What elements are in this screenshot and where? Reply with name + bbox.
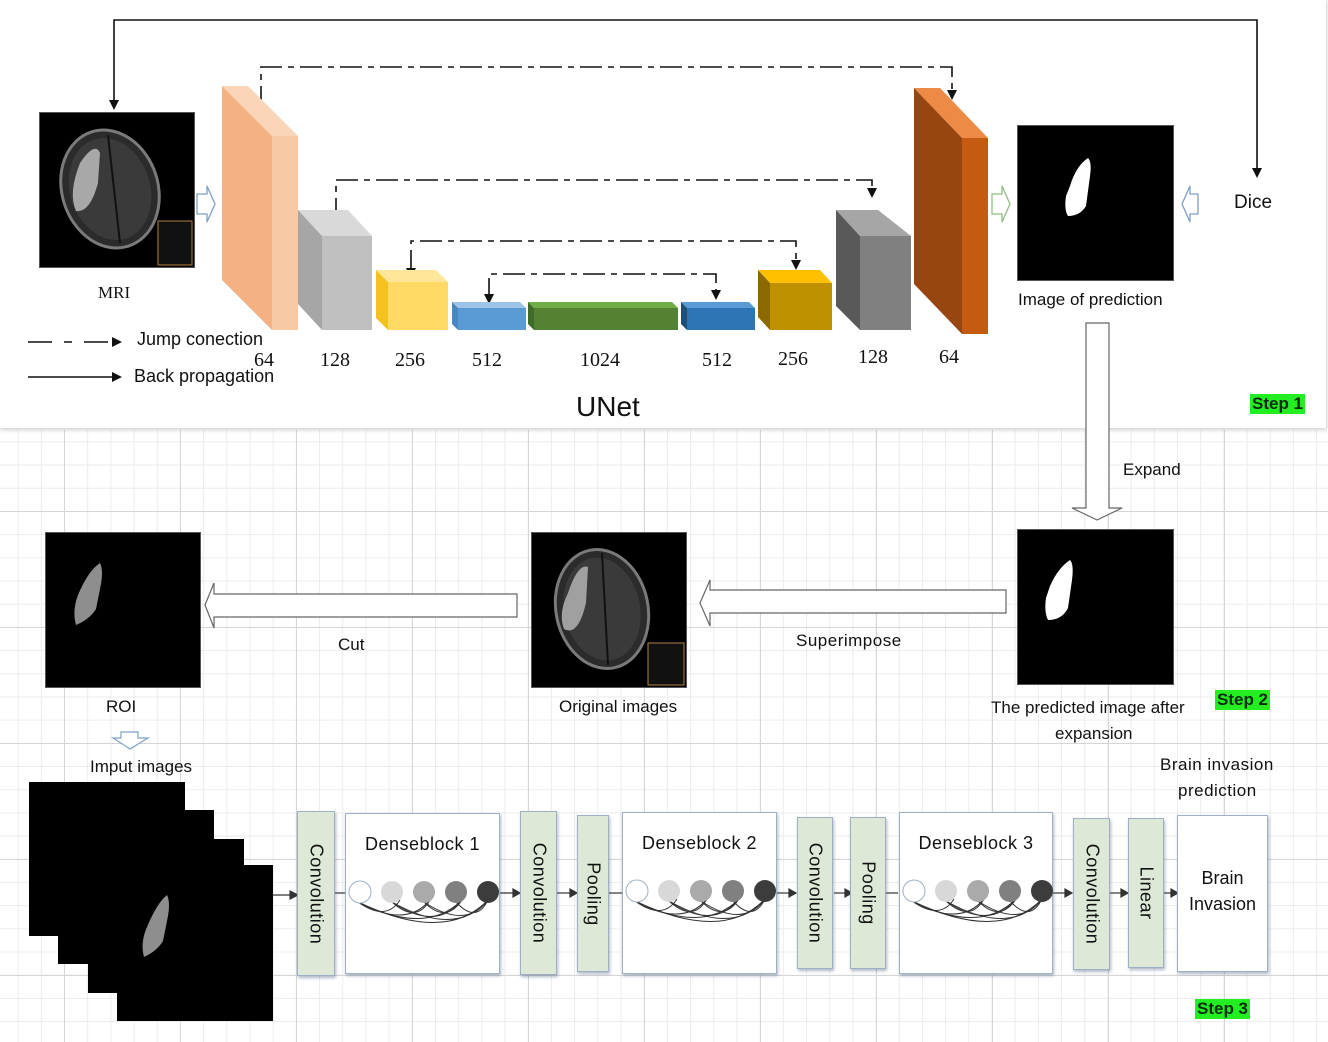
original-images-label: Original images — [559, 697, 678, 716]
superimpose-arrow — [699, 579, 1007, 627]
roi-tumor-graphic — [74, 563, 102, 625]
output-box-line2: Invasion — [1188, 894, 1257, 914]
expand-arrow — [1071, 322, 1123, 521]
dec-channel-64: 64 — [939, 346, 959, 368]
dense-nodes — [348, 880, 499, 923]
denseblock-title: Denseblock 3 — [918, 833, 1034, 853]
prediction-title-line2: prediction — [1178, 781, 1257, 800]
skip-connection-128 — [335, 179, 873, 220]
skip-connection-64 — [260, 66, 953, 108]
denseblock-title: Denseblock 2 — [641, 833, 758, 853]
layer-convolution-4[interactable]: Convolution — [1073, 818, 1110, 970]
enc-channel-512: 512 — [472, 349, 502, 371]
dense-nodes — [902, 879, 1053, 922]
step1-badge: Step 1 — [1250, 394, 1306, 414]
layer-label: Convolution — [529, 842, 549, 944]
dec-channel-128: 128 — [858, 346, 888, 368]
tumor-mask-graphic — [1065, 158, 1091, 216]
prediction-label: Image of prediction — [1018, 290, 1163, 309]
block-enc-128 — [298, 210, 372, 330]
block-enc-256 — [376, 270, 448, 330]
skip-connection-512 — [488, 273, 717, 300]
dec-channel-256: 256 — [778, 348, 808, 370]
layer-convolution-2[interactable]: Convolution — [520, 811, 557, 975]
layer-pooling-1[interactable]: Pooling — [577, 815, 609, 972]
layer-label: Convolution — [805, 842, 826, 944]
block-bottleneck-1024 — [528, 302, 678, 330]
layer-convolution-1[interactable]: Convolution — [297, 811, 335, 976]
block-dec-256 — [758, 270, 832, 330]
block-dec-64 — [914, 88, 988, 334]
block-dec-512 — [681, 302, 755, 330]
cut-arrow — [204, 582, 518, 629]
layer-label: Convolution — [306, 843, 327, 944]
expanded-label-line2: expansion — [1055, 724, 1133, 743]
output-brain-invasion-box[interactable]: Brain Invasion — [1177, 815, 1268, 972]
input-image-stack-4 — [117, 865, 273, 1021]
dice-arrow-icon — [1181, 185, 1199, 223]
block-dec-128 — [836, 210, 911, 330]
denseblock-title: Denseblock 1 — [364, 834, 481, 854]
layer-label: Convolution — [1082, 843, 1102, 945]
bottleneck-channel-1024: 1024 — [580, 349, 620, 371]
layer-label: Pooling — [583, 861, 604, 926]
layer-denseblock-1[interactable]: Denseblock 1 — [345, 813, 500, 974]
expand-label: Expand — [1123, 460, 1181, 479]
unet-title: UNet — [576, 391, 640, 422]
block-enc-64 — [222, 86, 298, 330]
layer-convolution-3[interactable]: Convolution — [797, 817, 833, 969]
input-images-label: Imput images — [90, 757, 193, 776]
roi-image — [45, 532, 201, 688]
layer-label: Pooling — [858, 861, 879, 925]
backprop-arrow — [113, 19, 1258, 176]
legend-back-propagation: Back propagation — [134, 366, 275, 386]
dice-label: Dice — [1234, 192, 1273, 213]
back-propagation-loop — [28, 19, 1262, 382]
enc-channel-256: 256 — [395, 349, 425, 371]
unet-architecture — [222, 86, 988, 334]
roi-label: ROI — [106, 697, 137, 716]
tumor-mask-graphic — [1045, 560, 1073, 620]
enc-channel-128: 128 — [320, 349, 350, 371]
layer-denseblock-3[interactable]: Denseblock 3 — [899, 812, 1053, 974]
down-arrow-icon — [110, 731, 151, 750]
prediction-title-line1: Brain invasion — [1160, 755, 1274, 774]
layer-label: Linear — [1136, 866, 1157, 920]
roi-tumor-graphic — [142, 895, 169, 957]
original-image — [531, 532, 687, 688]
prediction-image — [1017, 125, 1174, 281]
brain-scan-graphic — [59, 128, 193, 266]
superimpose-label: Superimpose — [796, 631, 902, 650]
enc-channel-64: 64 — [254, 349, 274, 371]
block-enc-512 — [452, 302, 526, 330]
mri-input-image — [39, 112, 195, 268]
layer-pooling-2[interactable]: Pooling — [850, 817, 886, 969]
output-box-line1: Brain — [1201, 868, 1244, 888]
mri-label: MRI — [98, 283, 131, 302]
output-arrow-icon — [991, 185, 1011, 223]
step2-badge: Step 2 — [1215, 690, 1271, 710]
layer-linear[interactable]: Linear — [1128, 818, 1164, 968]
layer-denseblock-2[interactable]: Denseblock 2 — [622, 812, 777, 974]
skip-connection-256 — [410, 240, 797, 272]
brain-scan-graphic — [553, 548, 685, 686]
cut-label: Cut — [338, 635, 365, 654]
expanded-prediction-image — [1017, 529, 1174, 685]
expanded-label-line1: The predicted image after — [991, 698, 1185, 717]
dec-channel-512: 512 — [702, 349, 732, 371]
dense-nodes — [625, 879, 776, 922]
legend-jump-connection: Jump conection — [137, 329, 264, 349]
step3-badge: Step 3 — [1195, 999, 1251, 1019]
input-arrow-icon — [196, 185, 216, 223]
